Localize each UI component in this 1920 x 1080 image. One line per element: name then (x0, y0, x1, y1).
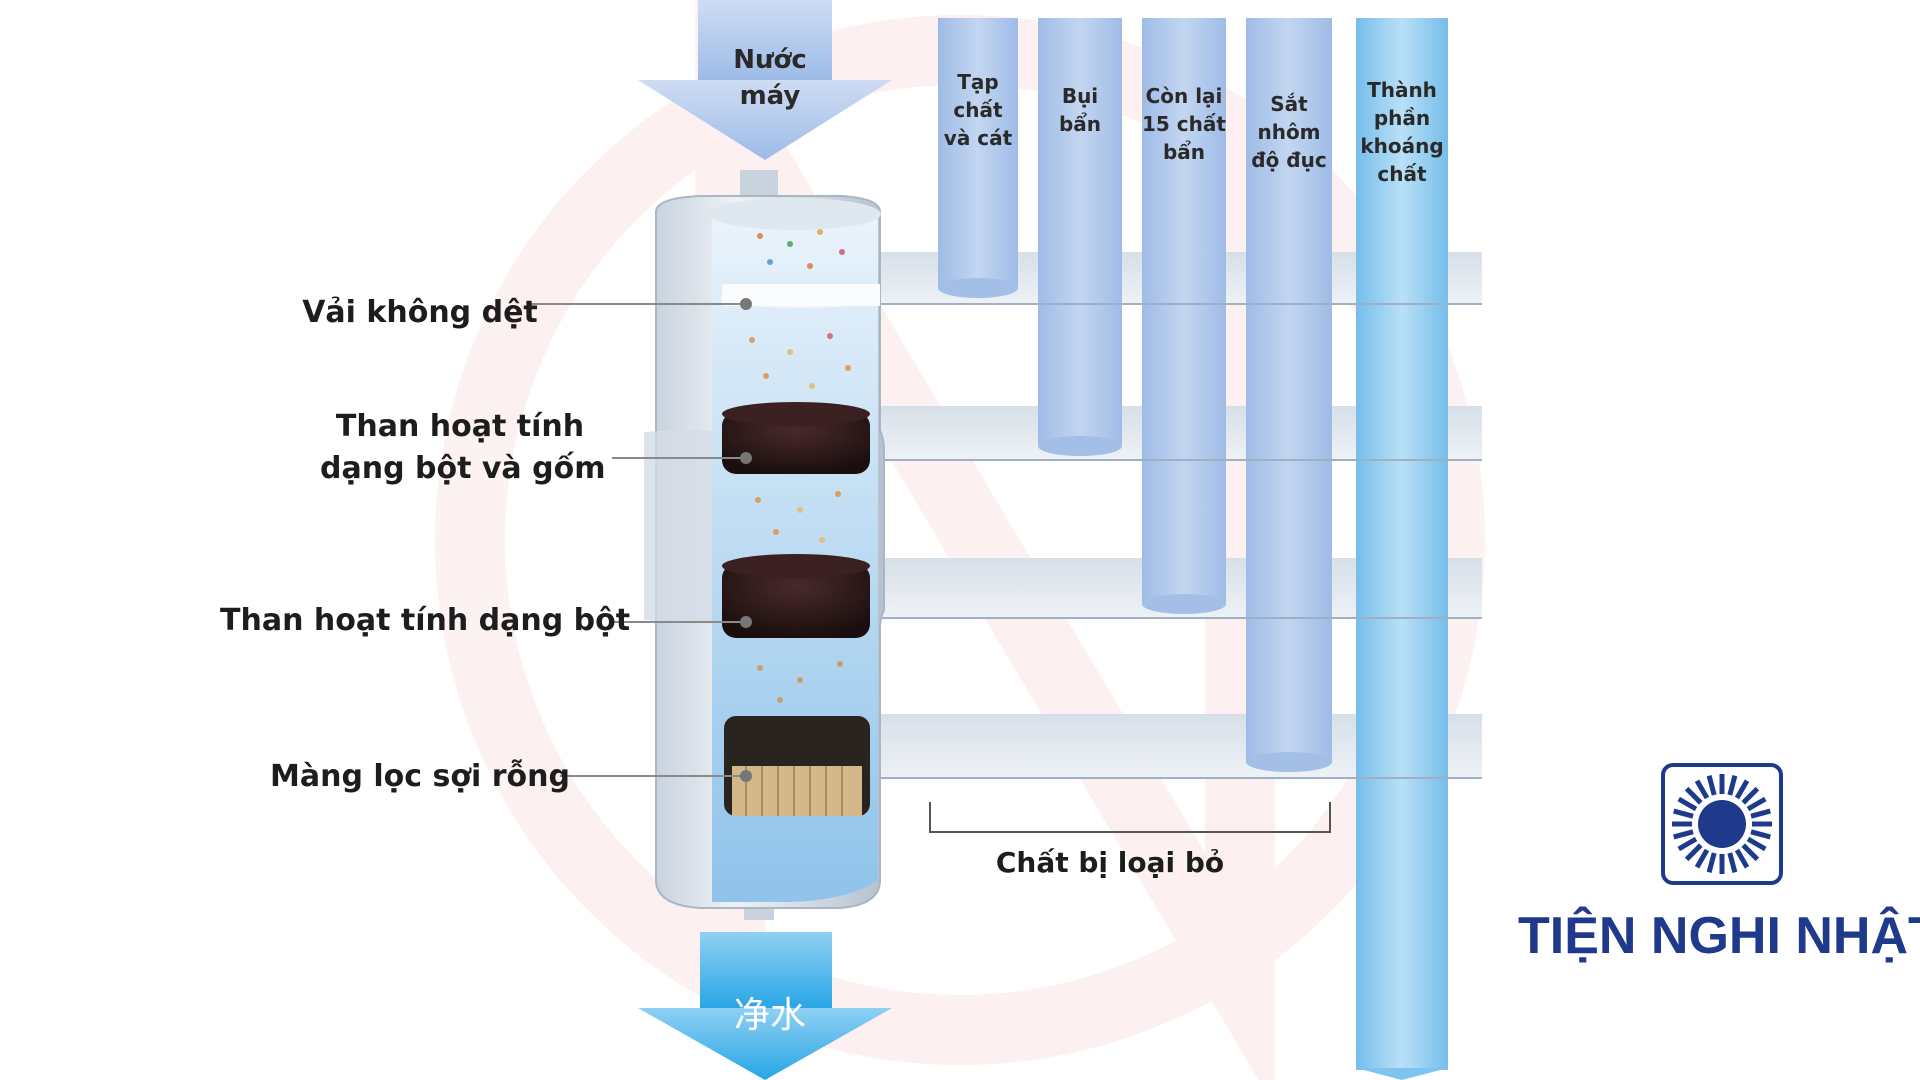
layer-label-nonwoven: Vải không dệt (300, 292, 540, 334)
logo-ray (1684, 786, 1703, 805)
removed-substances-label: Chất bị loại bỏ (995, 846, 1225, 879)
column-label-line: phần (1373, 106, 1431, 130)
column-label-line: bẩn (1162, 140, 1206, 164)
brand-name: TIỆN NGHI NHẬT (1518, 907, 1920, 965)
removed-columns (938, 18, 1448, 1080)
filter-cartridge (644, 170, 885, 920)
column-label-minerals: Thành phần khoáng chất (1346, 76, 1458, 188)
logo-ray (1677, 836, 1698, 852)
layer-label-carbon-ceramic: Than hoạt tính dạng bột và gốm (320, 406, 606, 490)
leader-lines (530, 298, 752, 782)
logo-ray (1746, 796, 1767, 812)
logo-ray (1706, 852, 1717, 873)
column-15-contaminants (1142, 18, 1226, 614)
logo-ray (1727, 852, 1738, 873)
layer-label-line: Màng lọc sợi rỗng (270, 759, 570, 794)
column-label-line: Bụi (1061, 84, 1099, 108)
inlet-arrow (638, 0, 892, 160)
column-label-iron-aluminium: Sắt nhôm độ đục (1234, 90, 1344, 174)
logo-ray (1741, 843, 1760, 862)
carbon-ceramic-layer (722, 402, 870, 474)
layer-label-hollow-fiber: Màng lọc sợi rỗng (270, 756, 570, 798)
column-label-line: khoáng (1360, 134, 1444, 158)
layer-label-line: Vải không dệt (302, 295, 538, 330)
layer-label-carbon-powder: Than hoạt tính dạng bột (220, 600, 631, 642)
logo-ray (1673, 808, 1694, 819)
removed-bracket (929, 802, 1331, 833)
layer-label-line: dạng bột và gốm (320, 451, 606, 486)
logo-ray (1750, 829, 1771, 840)
column-label-impurities: Tạp chất và cát (930, 68, 1026, 152)
outlet-label: 净水 (733, 995, 806, 1036)
column-label-line: chất (953, 98, 1003, 122)
column-label-line: Thành (1367, 78, 1437, 102)
nonwoven-fabric-layer (720, 284, 880, 308)
inlet-label-line1: Nước (733, 45, 807, 75)
level-lines (880, 303, 1482, 779)
column-label-15-contaminants: Còn lại 15 chất bẩn (1128, 82, 1240, 166)
logo-ray (1734, 848, 1750, 869)
logo-ray (1706, 775, 1717, 796)
logo-ray (1741, 786, 1760, 805)
column-label-line: Tạp (957, 70, 999, 94)
hollow-fiber-membrane (724, 716, 870, 816)
column-label-line: chất (1377, 162, 1427, 186)
logo-ray (1727, 775, 1738, 796)
logo-ray (1677, 796, 1698, 812)
column-label-line: 15 chất (1142, 112, 1226, 136)
logo-ray (1746, 836, 1767, 852)
column-label-line: Còn lại (1145, 84, 1223, 108)
column-label-line: Sắt (1270, 92, 1308, 116)
particles (749, 229, 851, 703)
column-minerals (1356, 18, 1448, 1080)
layer-label-line: Than hoạt tính (335, 409, 585, 444)
inlet-label-line2: máy (739, 81, 801, 111)
column-impurities (938, 18, 1018, 298)
logo-ray (1673, 829, 1694, 840)
logo-ray (1694, 779, 1710, 800)
column-label-line: nhôm (1257, 120, 1321, 144)
logo-ray (1750, 808, 1771, 819)
column-dust (1038, 18, 1122, 456)
layer-label-line: Than hoạt tính dạng bột (220, 603, 631, 638)
logo-ray (1684, 843, 1703, 862)
column-label-line: độ đục (1251, 148, 1327, 172)
logo-ray (1734, 779, 1750, 800)
column-label-dust: Bụi bẩn (1032, 82, 1128, 138)
inlet-label: Nước máy (700, 42, 840, 114)
column-iron-aluminium-turbidity (1246, 18, 1332, 772)
column-label-line: bẩn (1058, 112, 1102, 136)
carbon-powder-layer (722, 554, 870, 638)
sun-burst-logo-icon (1661, 763, 1783, 885)
outlet-arrow (638, 932, 892, 1080)
logo-ray (1694, 848, 1710, 869)
column-label-line: và cát (943, 126, 1013, 150)
